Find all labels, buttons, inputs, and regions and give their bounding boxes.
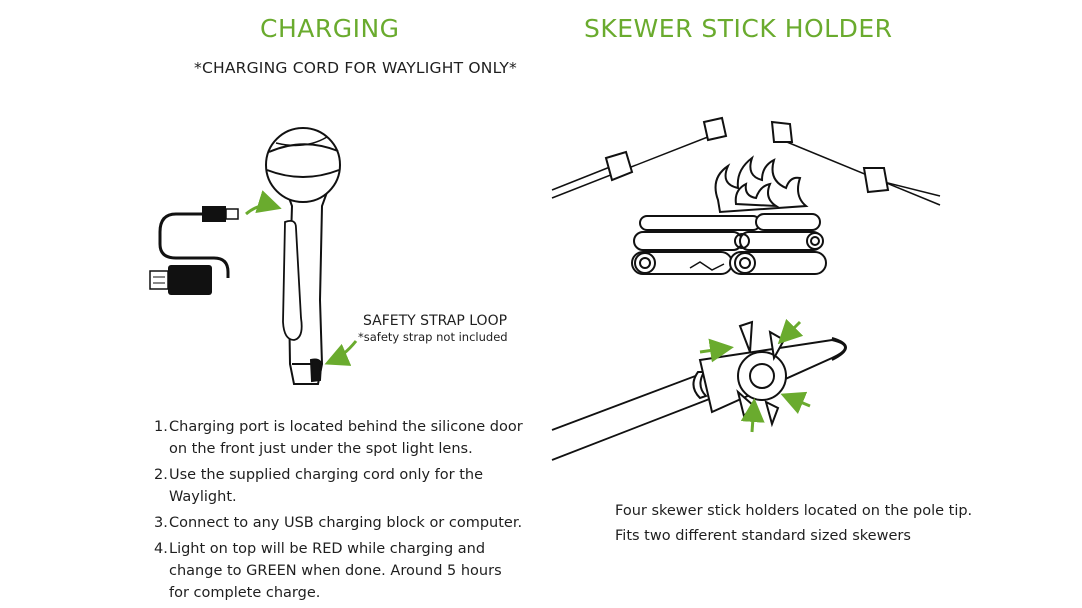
skewer-description-line-1: Four skewer stick holders located on the… [615,503,973,519]
arrow-to-port [245,190,282,216]
arrow-holder-left [699,338,734,363]
campfire-illustration [551,116,941,275]
list-item: 2. Use the supplied charging cord only f… [154,464,524,508]
charging-steps-list: 1. Charging port is located behind the s… [154,416,524,608]
step-text: Light on top will be RED while charging … [169,541,502,601]
skewer-description-line-2: Fits two different standard sized skewer… [615,528,911,544]
step-number: 2. [154,467,168,483]
pole-tip-illustration [551,320,847,461]
skewer-description: Four skewer stick holders located on the… [615,499,972,549]
list-item: 4. Light on top will be RED while chargi… [154,538,524,604]
step-text: Connect to any USB charging block or com… [169,515,523,531]
step-text: Use the supplied charging cord only for … [169,467,484,505]
charging-title: CHARGING [260,14,400,43]
list-item: 1. Charging port is located behind the s… [154,416,524,460]
waylight-illustration [265,127,341,385]
arrow-to-strap-loop [324,340,358,366]
safety-strap-note: *safety strap not included [358,330,508,344]
arrow-holder-top [777,318,804,345]
step-text: Charging port is located behind the sili… [169,419,523,457]
list-item: 3. Connect to any USB charging block or … [154,512,524,534]
safety-strap-loop-label: SAFETY STRAP LOOP [363,313,508,329]
arrow-holder-bottom [740,398,765,433]
usb-cord-illustration [149,206,239,295]
step-number: 1. [154,419,168,435]
step-number: 3. [154,515,168,531]
step-number: 4. [154,541,168,557]
skewer-title: SKEWER STICK HOLDER [584,14,893,43]
arrow-holder-right [780,391,811,414]
charging-subtitle: *CHARGING CORD FOR WAYLIGHT ONLY* [194,59,517,77]
